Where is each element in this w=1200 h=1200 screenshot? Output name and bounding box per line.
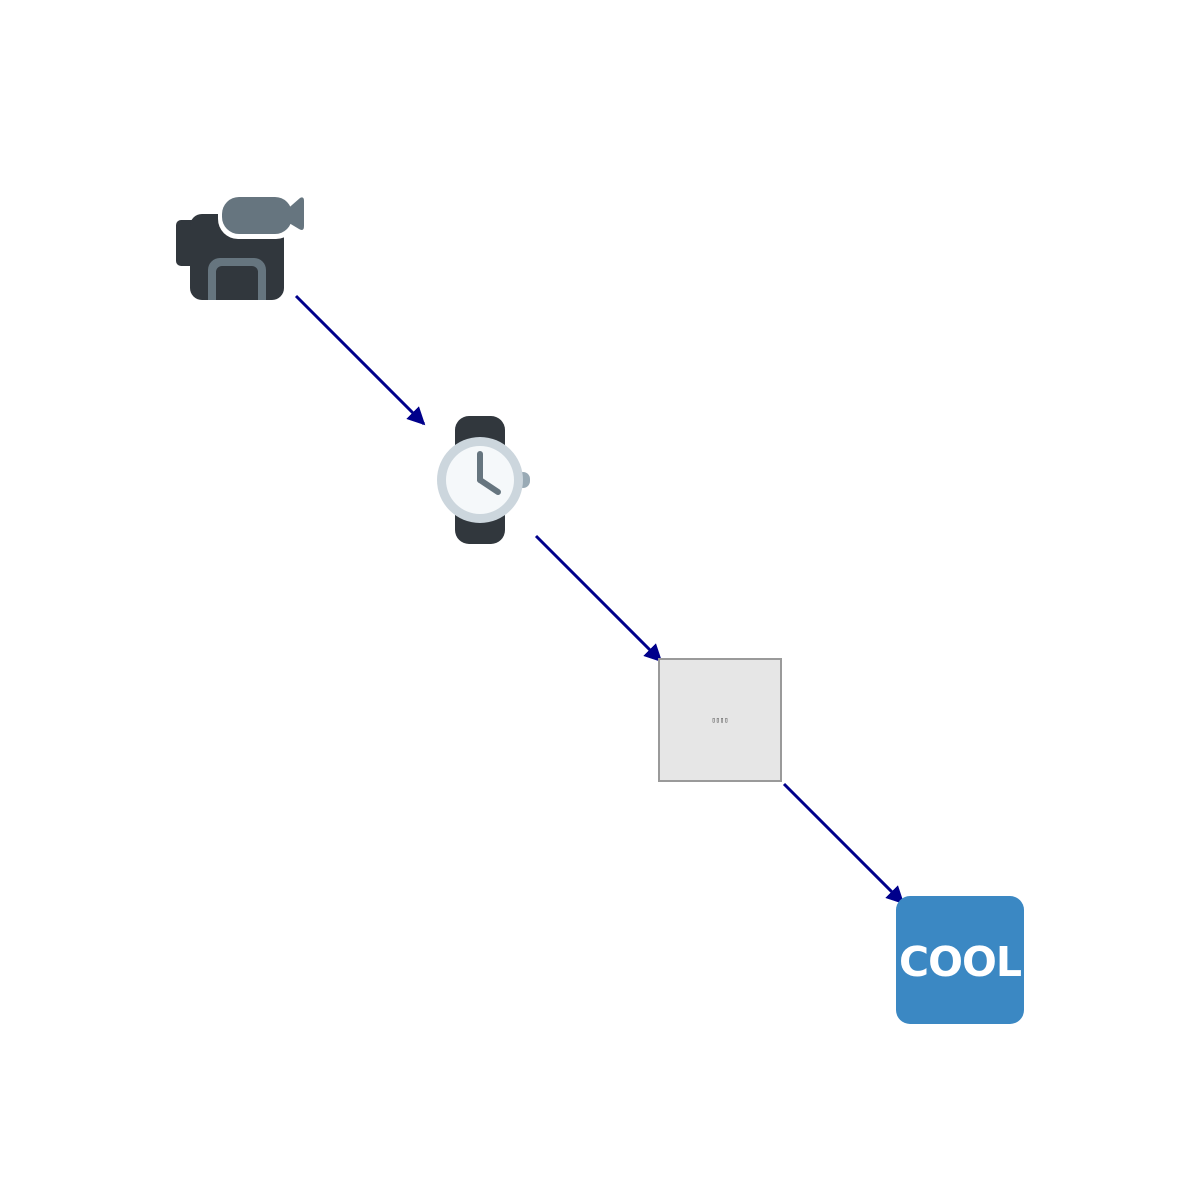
node-cool: COOL xyxy=(896,896,1024,1024)
node-watch xyxy=(416,416,544,544)
node-missing-glyph: ▯▯▯▯ xyxy=(656,656,784,784)
edge-unknown-to-cool xyxy=(782,782,905,905)
cool-button-icon: COOL xyxy=(896,896,1024,1024)
video-camera-icon xyxy=(176,193,304,300)
edge-camera-to-watch xyxy=(294,294,426,426)
missing-glyph-label: ▯▯▯▯ xyxy=(711,716,729,724)
missing-glyph-icon: ▯▯▯▯ xyxy=(658,658,782,782)
watch-icon xyxy=(437,416,530,544)
node-video-camera xyxy=(176,176,304,304)
edge-watch-to-unknown xyxy=(534,534,663,663)
cool-label: COOL xyxy=(899,938,1021,986)
